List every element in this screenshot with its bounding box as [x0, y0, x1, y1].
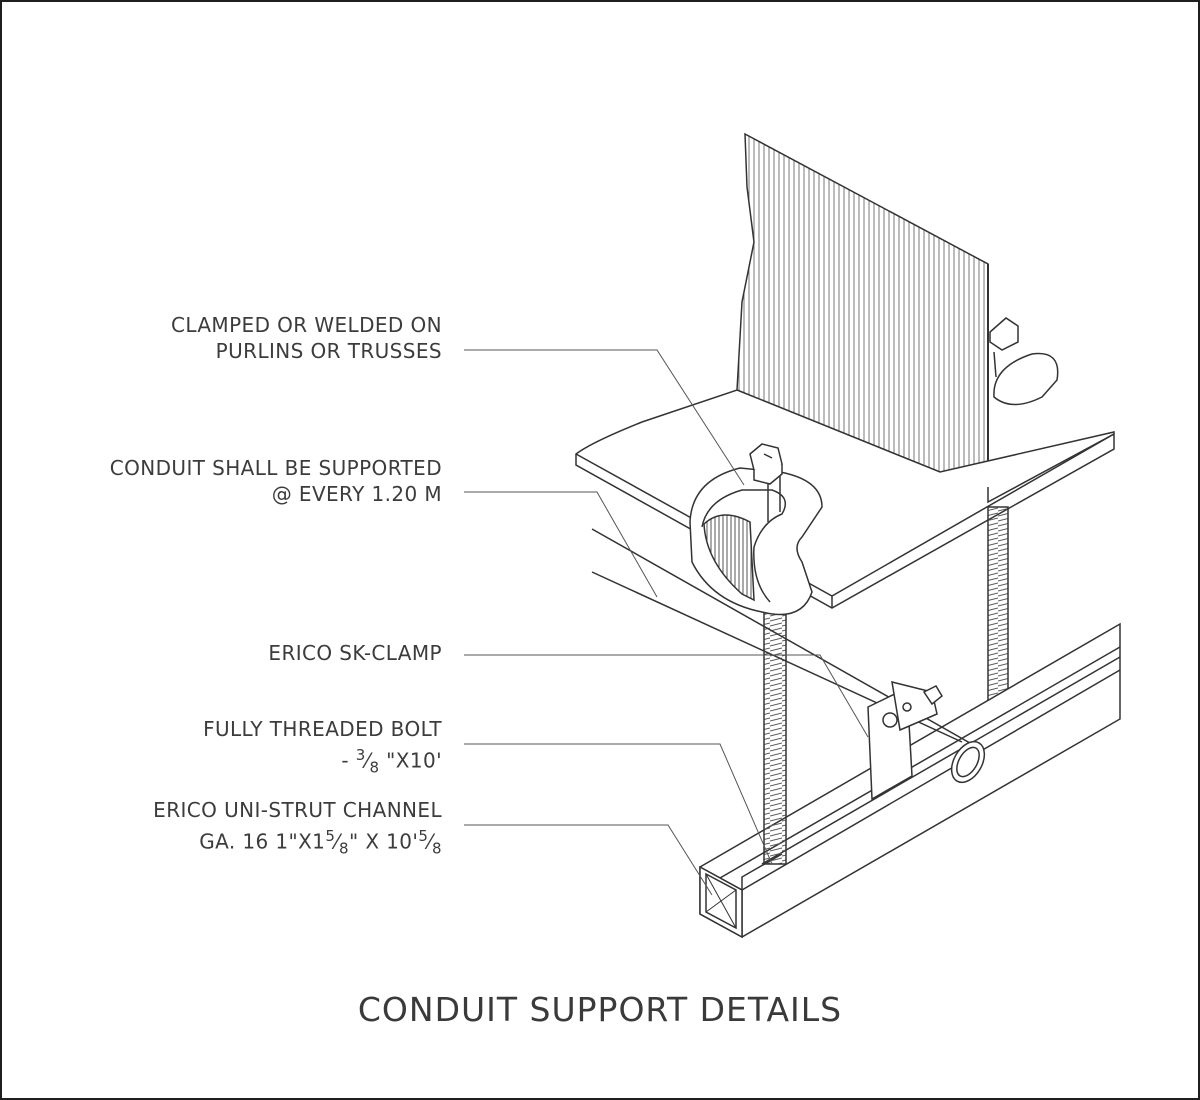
label-clamped-line2: PURLINS OR TRUSSES [215, 339, 442, 363]
label-channel-den1: 8 [339, 839, 349, 858]
label-clamp-line1: ERICO SK-CLAMP [268, 641, 442, 665]
sk-clamp [689, 443, 823, 616]
label-channel-den2: 8 [432, 839, 442, 858]
label-clamped-on-purlins: CLAMPED OR WELDED ON PURLINS OR TRUSSES [171, 312, 442, 364]
back-clamp [989, 317, 1059, 406]
label-sk-clamp: ERICO SK-CLAMP [268, 640, 442, 666]
pipe-strap [867, 680, 943, 801]
label-threaded-bolt: FULLY THREADED BOLT - 3⁄8 "X10' [203, 716, 442, 781]
label-spacing-line2: @ EVERY 1.20 M [271, 482, 442, 506]
label-channel-num2: 5 [418, 827, 429, 845]
purlin-flange [575, 389, 1115, 609]
front-threaded-rod [763, 601, 787, 865]
drawing-title: CONDUIT SUPPORT DETAILS [357, 990, 843, 1029]
leader-lines [464, 349, 869, 896]
label-clamped-line1: CLAMPED OR WELDED ON [170, 313, 442, 337]
strut-channel [699, 622, 1121, 939]
label-bolt-prefix: - [341, 748, 356, 773]
label-bolt-num: 3 [355, 746, 366, 764]
label-channel-line2: GA. 16 1"X15⁄8" X 10'5⁄8 [199, 827, 442, 858]
label-channel-line1: ERICO UNI-STRUT CHANNEL [153, 798, 442, 822]
label-strut-channel: ERICO UNI-STRUT CHANNEL GA. 16 1"X15⁄8" … [153, 797, 442, 862]
label-bolt-suffix: "X10' [379, 748, 442, 773]
label-bolt-line2: - 3⁄8 "X10' [341, 746, 442, 777]
label-channel-num1: 5 [325, 827, 336, 845]
label-channel-a: GA. 16 1"X1 [199, 829, 326, 854]
label-spacing-line1: CONDUIT SHALL BE SUPPORTED [109, 456, 442, 480]
label-bolt-line1: FULLY THREADED BOLT [203, 717, 442, 741]
label-channel-b: " X 10' [348, 829, 419, 854]
label-support-spacing: CONDUIT SHALL BE SUPPORTED @ EVERY 1.20 … [110, 455, 442, 507]
label-bolt-den: 8 [369, 758, 380, 777]
